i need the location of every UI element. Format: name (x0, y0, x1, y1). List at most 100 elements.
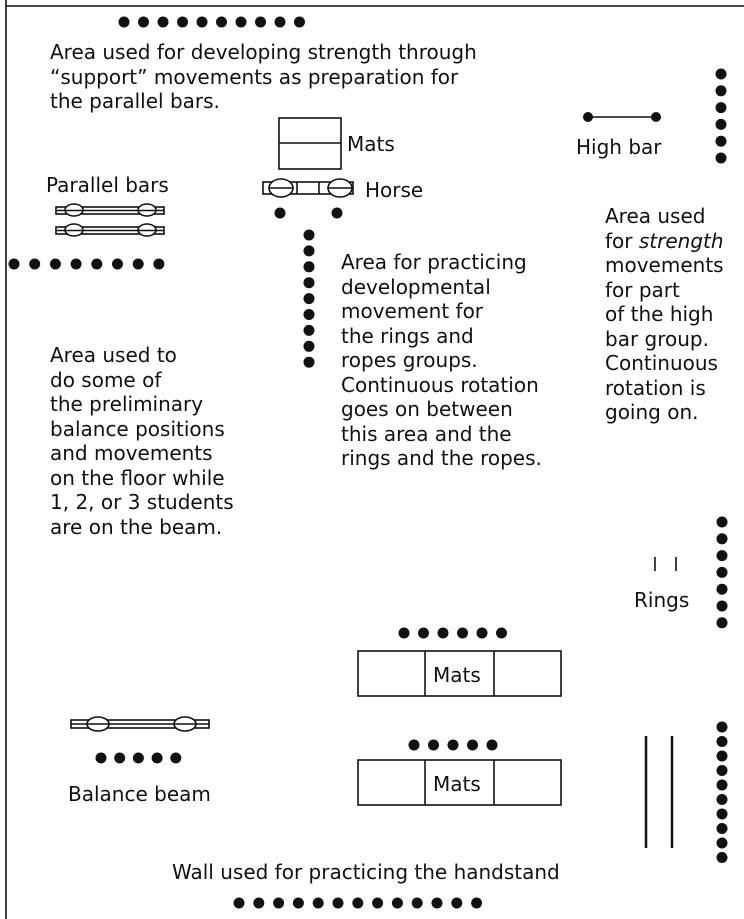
rings-ropes-line: ropes groups. (341, 348, 478, 372)
student-dot (496, 627, 507, 639)
student-dot (303, 309, 315, 320)
student-dot (303, 293, 315, 305)
strength-area-line: Continuous (605, 351, 718, 375)
balance-area-line: balance positions (50, 416, 225, 441)
balance-beam-label: Balance beam (68, 782, 211, 806)
rings-label: Rings (634, 588, 690, 612)
student-dot (294, 16, 305, 28)
student-dot (303, 229, 315, 241)
support-area-label: Area used for developing strength throug… (50, 40, 477, 114)
student-dot (303, 340, 315, 352)
student-dot (255, 16, 266, 28)
strength-area-line: going on. (605, 400, 699, 424)
student-dot (274, 16, 286, 28)
rings-ropes-line: Area for practicing (341, 250, 527, 274)
balance-area-line: do some of (50, 367, 162, 392)
student-dot (716, 533, 728, 545)
student-dot (715, 102, 727, 114)
student-dot (437, 627, 449, 639)
student-dot (716, 583, 728, 595)
student-dot (431, 897, 443, 909)
student-dot (716, 750, 728, 762)
student-dot (372, 897, 384, 909)
student-dot (303, 277, 315, 289)
student-dot (292, 897, 304, 909)
student-dot (132, 258, 144, 270)
student-dot (716, 808, 728, 820)
strength-area-prefix: for (605, 228, 639, 253)
strength-area-line: for strength (605, 229, 724, 254)
balance-area-label: Area used to do some of the preliminary … (50, 343, 234, 539)
student-dot (391, 897, 403, 909)
student-dot (151, 752, 163, 764)
student-dot (312, 897, 324, 909)
strength-area-line: rotation is (605, 375, 706, 400)
ropes-equipment (644, 736, 674, 848)
student-dot (273, 897, 285, 909)
student-dot (216, 16, 227, 28)
student-dot (418, 627, 429, 639)
balance-area-line: and movements (50, 441, 213, 465)
strength-area-line: Area used (605, 204, 706, 228)
student-dot (486, 739, 498, 751)
student-dot (118, 16, 130, 28)
student-dot (428, 739, 439, 751)
student-dot (95, 752, 107, 764)
balance-area-line: Area used to (50, 343, 177, 367)
strength-area-line: movements (605, 253, 724, 277)
student-dot (715, 68, 727, 80)
student-dot (157, 16, 169, 28)
student-dot (138, 16, 149, 28)
rings-equipment (654, 557, 677, 571)
student-dot (716, 736, 728, 747)
mats-top-label: Mats (347, 132, 395, 156)
strength-area-line: bar group. (605, 326, 709, 351)
wall-label: Wall used for practicing the handstand (172, 860, 560, 884)
student-dot (170, 752, 182, 764)
support-area-line: the parallel bars. (50, 89, 220, 113)
rings-ropes-line: rings and the ropes. (341, 446, 542, 470)
student-dot (716, 566, 728, 578)
student-dot (91, 258, 103, 270)
student-dot (303, 245, 315, 257)
student-dot (49, 258, 61, 270)
student-dot (253, 897, 265, 909)
student-dot (70, 258, 82, 270)
balance-area-line: the preliminary (50, 392, 204, 416)
student-dot (457, 627, 468, 639)
mats-lower-label: Mats (433, 772, 481, 796)
student-dot (716, 779, 728, 791)
rings-ropes-area-label: Area for practicing developmental moveme… (341, 250, 542, 471)
student-dot (716, 617, 728, 629)
student-dot (447, 739, 459, 751)
strength-area-line: for part (605, 277, 680, 302)
student-dot (471, 897, 483, 909)
support-area-line: “support” movements as preparation for (50, 64, 459, 89)
mats-lower-equipment (357, 759, 562, 806)
student-dot (303, 261, 315, 273)
parallel-bars-label: Parallel bars (46, 173, 169, 197)
student-dot (177, 16, 188, 28)
student-dot (476, 627, 488, 639)
student-dot (715, 135, 727, 147)
student-dot (303, 324, 315, 336)
mats-middle-label: Mats (433, 663, 481, 687)
mats-middle-equipment (357, 650, 562, 697)
strength-emphasis: strength (638, 228, 724, 253)
student-dot (716, 600, 728, 612)
student-dot (716, 794, 728, 805)
rings-ropes-line: developmental (341, 274, 491, 299)
strength-area-label: Area used for strength movements for par… (605, 204, 724, 425)
student-dot (451, 897, 463, 909)
student-dot (29, 258, 41, 270)
support-area-line: Area used for developing strength throug… (50, 40, 477, 64)
balance-area-line: 1, 2, or 3 students (50, 490, 234, 514)
horse-equipment (262, 178, 354, 198)
student-dot (114, 752, 126, 764)
student-dot (274, 207, 286, 219)
strength-area-line: of the high (605, 302, 714, 326)
student-dot (716, 550, 728, 562)
student-dot (411, 897, 423, 909)
high-bar-equipment (583, 112, 661, 122)
